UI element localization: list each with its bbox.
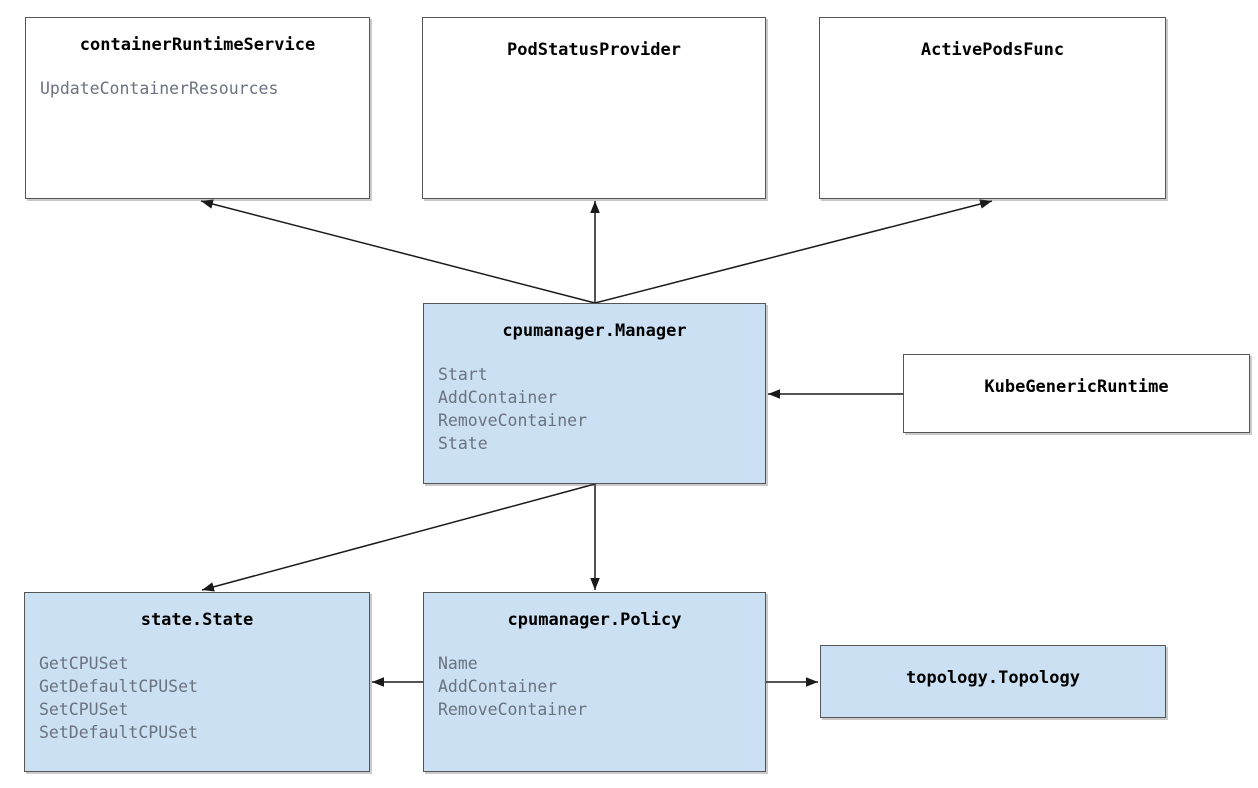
edge-manager-to-stateState	[201, 483, 596, 592]
node-method: AddContainer	[438, 677, 558, 696]
edge-manager-to-containerRuntimeService	[200, 199, 596, 304]
node-method: RemoveContainer	[438, 700, 588, 719]
edge-manager-to-activePodsFunc	[594, 199, 993, 304]
node-method: GetDefaultCPUSet	[39, 677, 198, 696]
node-title: topology.Topology	[906, 668, 1080, 688]
node-method: SetDefaultCPUSet	[39, 723, 198, 742]
node-method: Start	[438, 365, 488, 384]
node-method: SetCPUSet	[39, 700, 129, 719]
node-method: RemoveContainer	[438, 411, 588, 430]
node-title: cpumanager.Manager	[502, 321, 687, 341]
node-podStatusProvider[interactable]: PodStatusProvider	[422, 17, 766, 199]
node-title: state.State	[140, 610, 254, 630]
node-title: containerRuntimeService	[79, 35, 316, 55]
node-title: cpumanager.Policy	[507, 610, 682, 630]
node-method: State	[438, 434, 488, 453]
node-activePodsFunc[interactable]: ActivePodsFunc	[819, 17, 1166, 199]
node-title: KubeGenericRuntime	[984, 377, 1169, 397]
node-title: PodStatusProvider	[507, 40, 681, 60]
node-title: ActivePodsFunc	[920, 40, 1065, 60]
node-method: UpdateContainerResources	[40, 79, 279, 98]
node-method: AddContainer	[438, 388, 558, 407]
node-topologyTopology[interactable]: topology.Topology	[820, 645, 1166, 718]
node-method: Name	[438, 654, 478, 673]
node-method: GetCPUSet	[39, 654, 129, 673]
node-kubeGenericRuntime[interactable]: KubeGenericRuntime	[903, 354, 1250, 433]
node-method-list: UpdateContainerResources	[26, 77, 369, 100]
